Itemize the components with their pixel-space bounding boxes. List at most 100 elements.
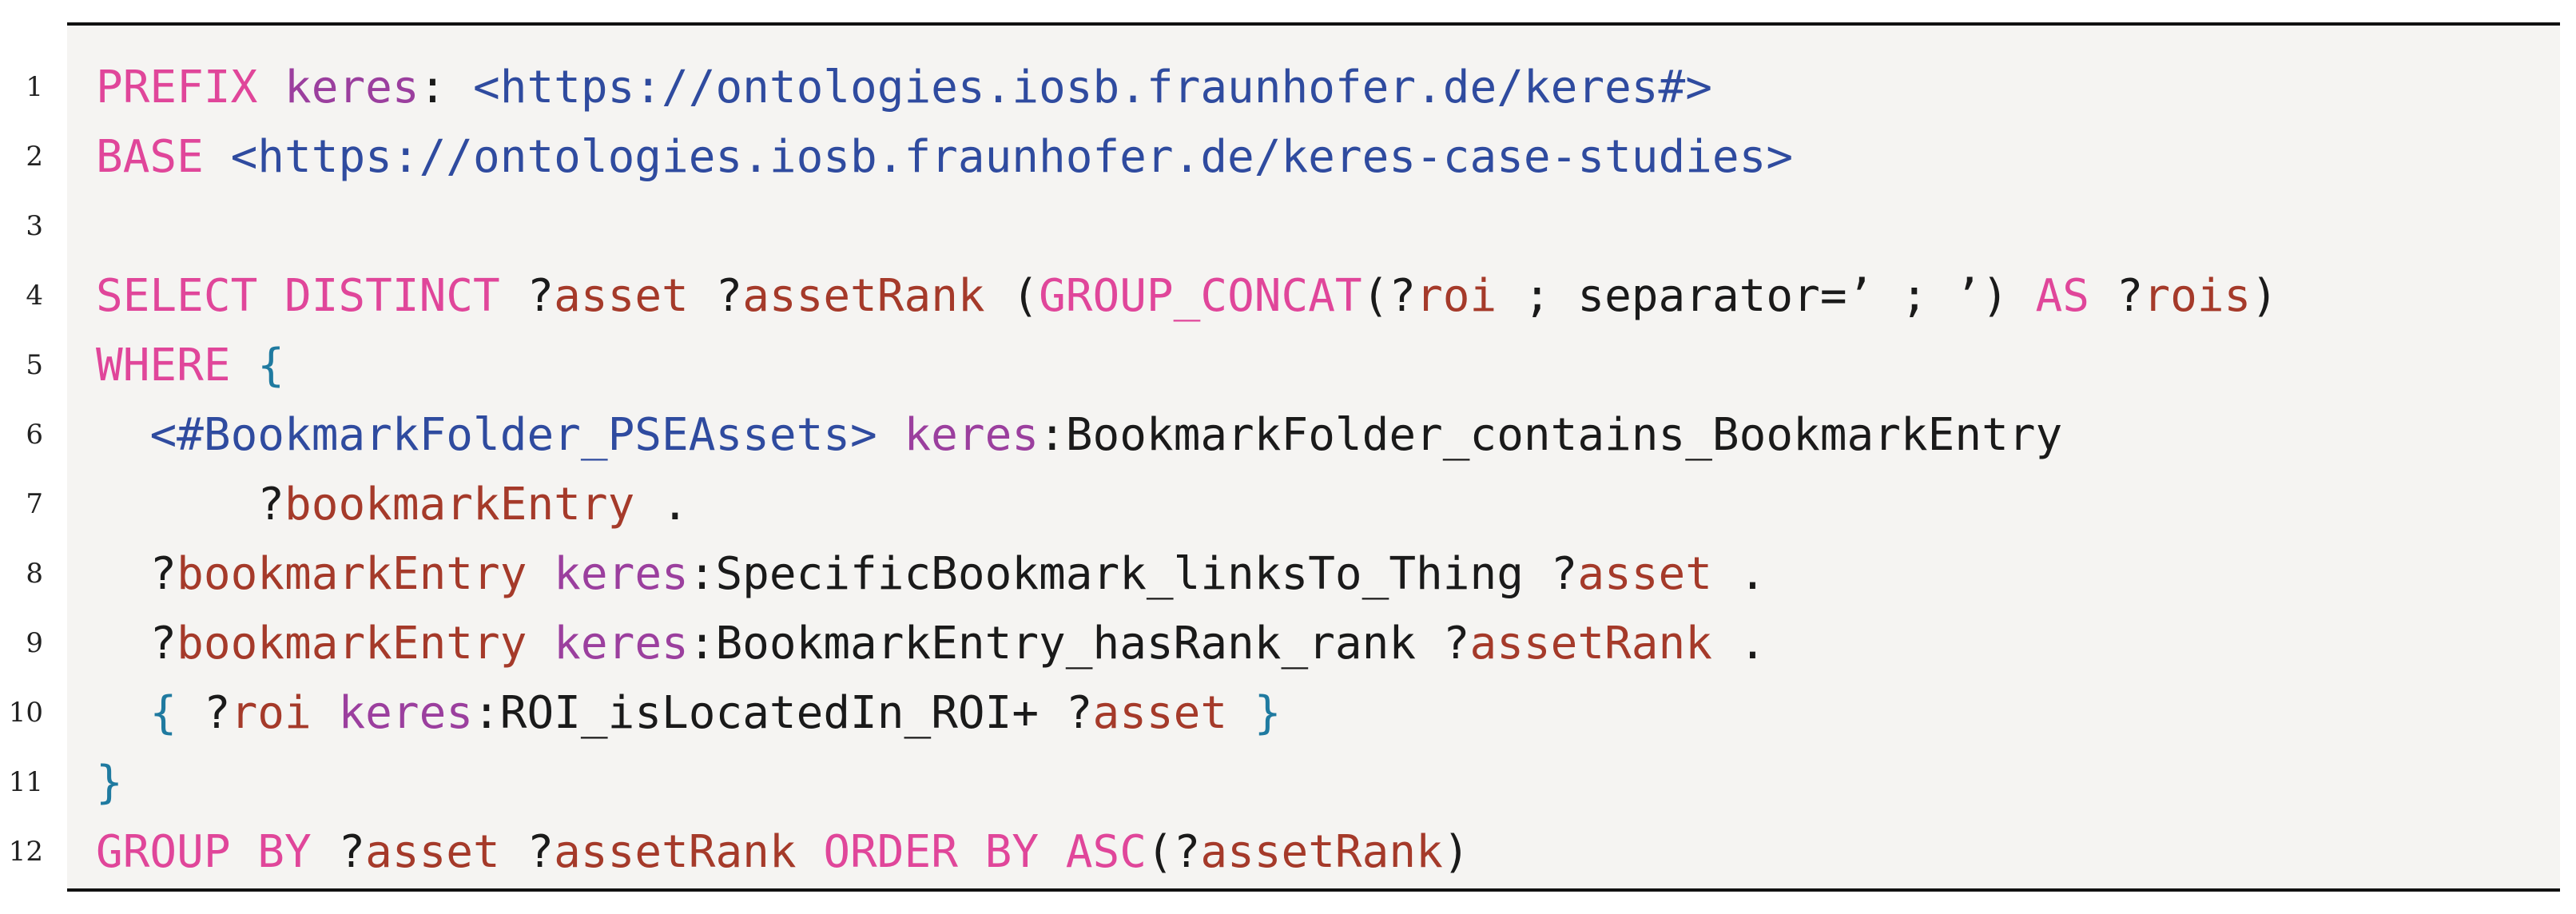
line-number: 5 [26,349,43,381]
line-number: 12 [8,836,43,868]
text-token: :SpecificBookmark_linksTo_Thing ? [688,548,1578,600]
text-token: (? [1146,826,1201,878]
text-token: ( [984,270,1040,322]
variable-token: bookmarkEntry [177,618,527,670]
code-text: <#BookmarkFolder_PSEAssets> keres:Bookma… [96,400,2062,470]
code-listing: 1 PREFIX keres: <https://ontologies.iosb.… [9,22,2560,892]
code-text: { ?roi keres:ROI_isLocatedIn_ROI+ ?asset… [96,678,1282,748]
prefix-token: keres [554,618,689,670]
code-text: WHERE { [96,331,284,400]
line-number: 6 [26,419,43,451]
text-token: ? [96,548,177,600]
code-lines: 1 PREFIX keres: <https://ontologies.iosb.… [9,53,2560,887]
brace-token: { [149,687,177,739]
keyword-token: WHERE [96,340,231,391]
code-text: BASE <https://ontologies.iosb.fraunhofer… [96,122,1793,192]
code-line: 6 <#BookmarkFolder_PSEAssets> keres:Book… [26,400,2560,470]
variable-token: asset [365,826,500,878]
text-token [527,548,554,600]
text-token: ? [688,270,743,322]
variable-token: bookmarkEntry [177,548,527,600]
text-token [797,826,824,878]
text-token: :BookmarkFolder_contains_BookmarkEntry [1039,409,2063,461]
prefix-token: keres [554,548,689,600]
code-line: 11} [9,748,2560,817]
iri-token: <https://ontologies.iosb.fraunhofer.de/k… [230,131,1794,183]
variable-token: bookmarkEntry [284,479,635,531]
variable-token: asset [1092,687,1228,739]
line-number: 1 [26,71,43,103]
text-token: . [634,479,689,531]
brace-token: } [96,757,123,809]
text-token: ? [2089,270,2144,322]
keyword-token: BASE [96,131,204,183]
variable-token: roi [1416,270,1497,322]
text-token: . [1711,548,1767,600]
variable-token: rois [2143,270,2252,322]
keyword-token: ASC [1065,826,1147,878]
keyword-token: PREFIX [96,62,258,113]
text-token: ) [1442,826,1470,878]
text-token: ? [96,479,285,531]
keyword-token: AS [2035,270,2089,322]
iri-token: <https://ontologies.iosb.fraunhofer.de/k… [473,62,1712,113]
brace-token: { [257,340,285,391]
line-number: 9 [26,627,43,659]
prefix-token: keres [284,62,419,113]
keyword-token: GROUP BY [96,826,312,878]
text-token [96,687,149,739]
text-token: ? [499,826,555,878]
code-line: 1 PREFIX keres: <https://ontologies.iosb.… [26,53,2560,122]
line-number: 11 [8,766,43,798]
line-number: 7 [26,488,43,520]
text-token [527,618,554,670]
variable-token: assetRank [1200,826,1443,878]
text-token: ? [96,618,177,670]
text-token [231,340,258,391]
line-number: 4 [26,280,43,312]
prefix-token: keres [904,409,1040,461]
code-line: 7 ?bookmarkEntry . [26,470,2560,539]
code-text: PREFIX keres: <https://ontologies.iosb.f… [96,53,1712,122]
text-token: ? [311,826,366,878]
text-token: . [1711,618,1767,670]
code-text: } [96,748,123,817]
code-line: 5 WHERE { [26,331,2560,400]
variable-token: assetRank [554,826,797,878]
code-text: GROUP BY ?asset ?assetRank ORDER BY ASC(… [96,817,1470,887]
text-token: : [419,62,474,113]
variable-token: asset [1577,548,1712,600]
variable-token: assetRank [742,270,985,322]
text-token: ; separator=’ ; ’) [1497,270,2036,322]
line-number: 3 [26,210,43,242]
code-line: 3 [26,192,2560,261]
variable-token: assetRank [1469,618,1712,670]
text-token: ) [2251,270,2278,322]
code-line: 9 ?bookmarkEntry keres:BookmarkEntry_has… [26,609,2560,678]
code-text: ?bookmarkEntry . [96,470,689,539]
keyword-token: GROUP_CONCAT [1039,270,1362,322]
code-text: SELECT DISTINCT ?asset ?assetRank (GROUP… [96,261,2278,331]
variable-token: asset [554,270,689,322]
iri-token: <#BookmarkFolder_PSEAssets> [149,409,877,461]
code-line: 8 ?bookmarkEntry keres:SpecificBookmark_… [26,539,2560,609]
text-token: :BookmarkEntry_hasRank_rank ? [688,618,1470,670]
brace-token: } [1254,687,1282,739]
text-token [257,62,284,113]
text-token: :ROI_isLocatedIn_ROI+ ? [473,687,1093,739]
code-text: ?bookmarkEntry keres:SpecificBookmark_li… [96,539,1766,609]
line-number: 8 [26,558,43,590]
text-token [877,409,904,461]
text-token: (? [1362,270,1417,322]
keyword-token: SELECT DISTINCT [96,270,500,322]
variable-token: roi [230,687,312,739]
prefix-token: keres [338,687,474,739]
text-token [312,687,339,739]
text-token [1039,826,1066,878]
text-token: ? [499,270,555,322]
line-number: 10 [8,697,43,729]
keyword-token: ORDER BY [823,826,1040,878]
text-token [96,409,149,461]
